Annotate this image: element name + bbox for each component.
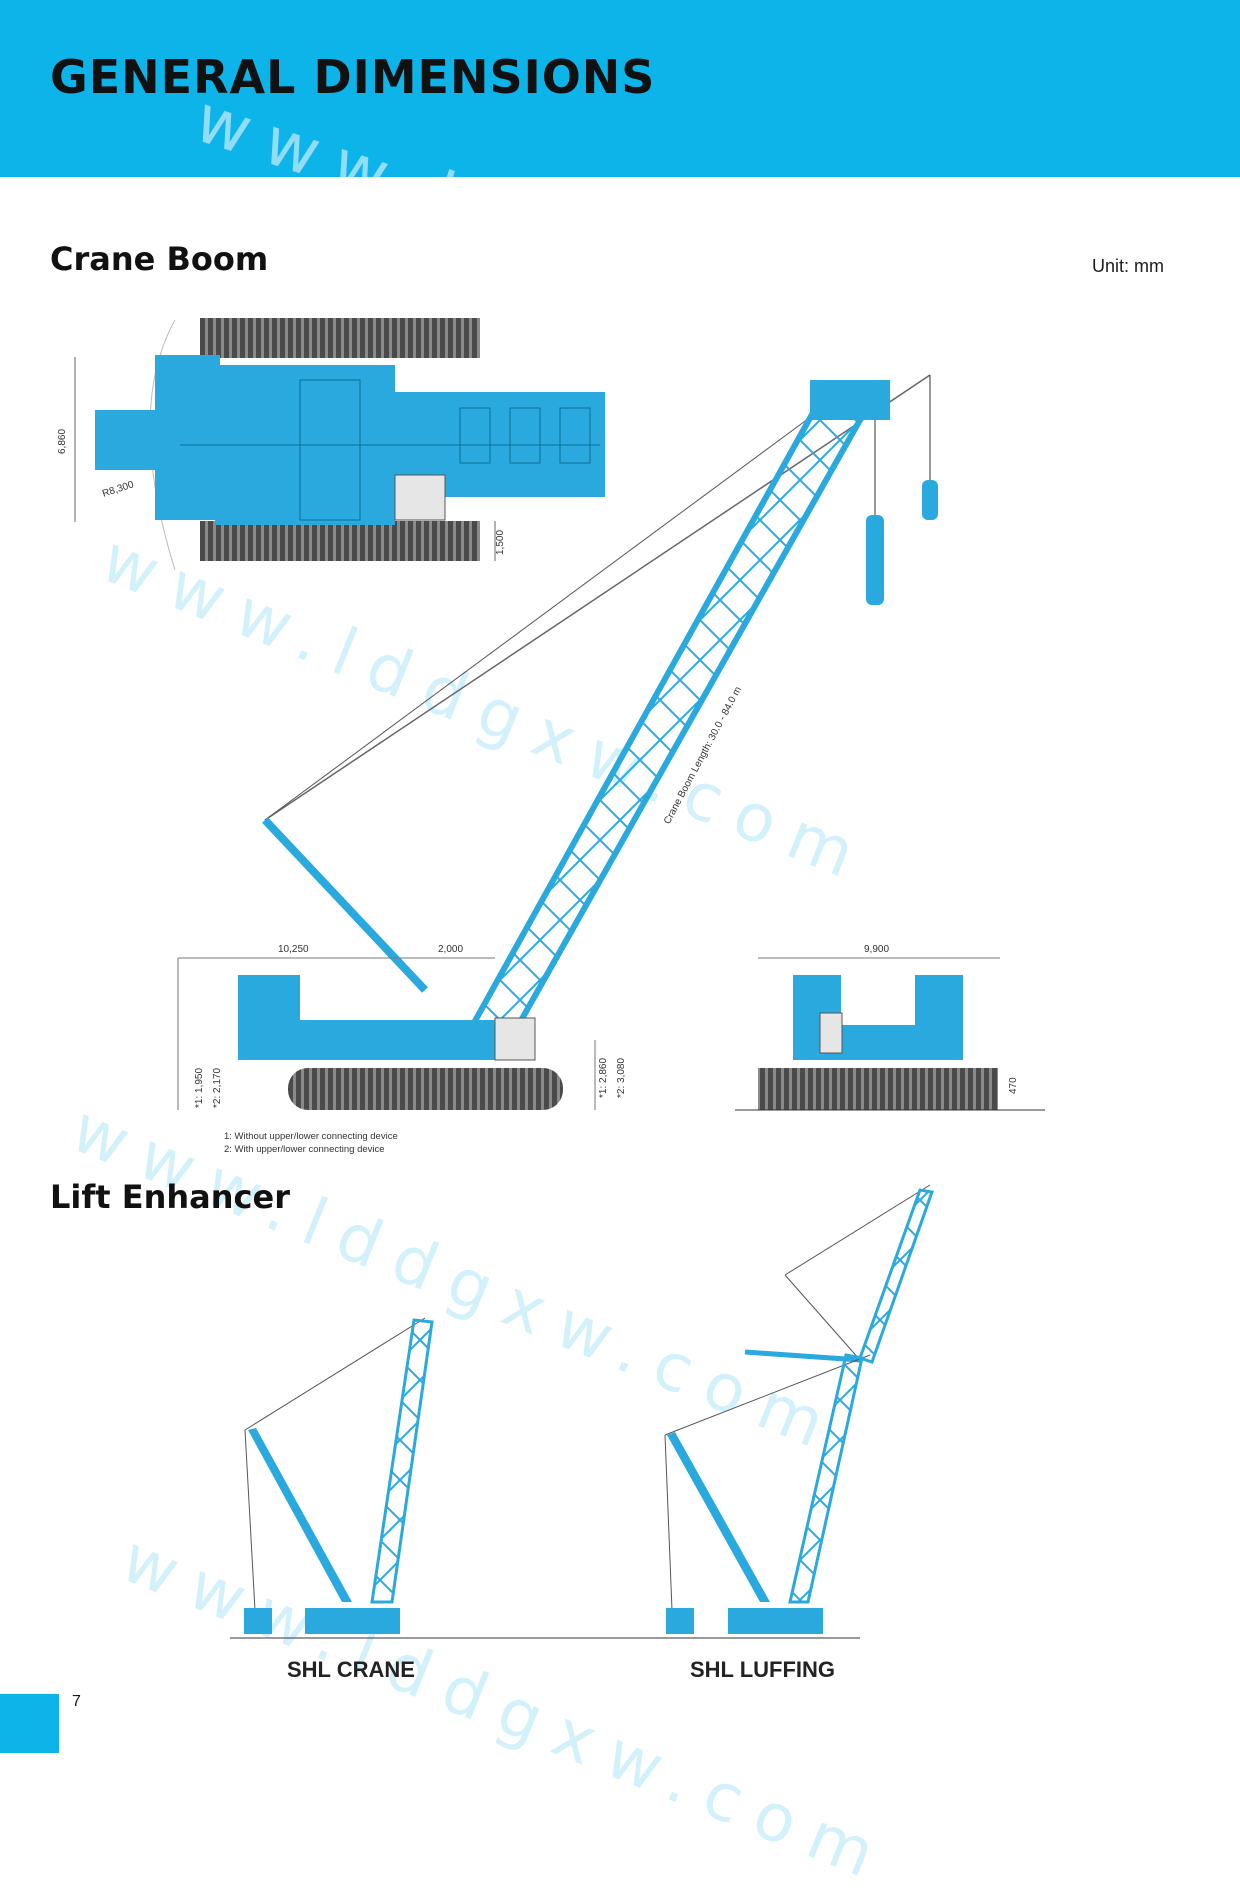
dim-counterweight-length: 10,250 <box>278 944 309 955</box>
note-1: 1: Without upper/lower connecting device <box>224 1131 398 1142</box>
header-band <box>0 0 1240 177</box>
crane-side-view-drawing <box>177 374 938 1110</box>
page-number: 7 <box>72 1693 81 1710</box>
dim-ground-clearance: 470 <box>1008 1077 1019 1094</box>
dim-rear-width: 9,900 <box>864 944 890 955</box>
technical-drawings <box>74 318 1045 1639</box>
crane-rear-view-drawing <box>735 957 1045 1111</box>
crane-top-view-drawing <box>74 318 605 571</box>
caption-shl-luffing: SHL LUFFING <box>690 1657 836 1682</box>
page-number-tab <box>0 1694 59 1753</box>
page-title: GENERAL DIMENSIONS <box>50 50 656 104</box>
dim-boom-foot-height-2: *2: 3,080 <box>616 1057 627 1098</box>
dim-boom-foot-offset: 2,000 <box>438 944 464 955</box>
dim-track-width: 1,500 <box>495 529 506 555</box>
dim-counterweight-height-2: *2: 2,170 <box>212 1067 223 1108</box>
shl-luffing-drawing <box>664 1184 935 1634</box>
dim-counterweight-height-1: *1: 1,950 <box>194 1067 205 1108</box>
unit-label: Unit: mm <box>1092 256 1164 276</box>
section-title-crane-boom: Crane Boom <box>50 240 269 278</box>
note-2: 2: With upper/lower connecting device <box>224 1144 385 1155</box>
section-title-lift-enhancer: Lift Enhancer <box>50 1178 290 1216</box>
dim-top-view-width: 6,860 <box>57 428 68 454</box>
caption-shl-crane: SHL CRANE <box>287 1657 415 1682</box>
dim-boom-foot-height-1: *1: 2,860 <box>598 1057 609 1098</box>
shl-crane-drawing <box>230 1317 860 1639</box>
